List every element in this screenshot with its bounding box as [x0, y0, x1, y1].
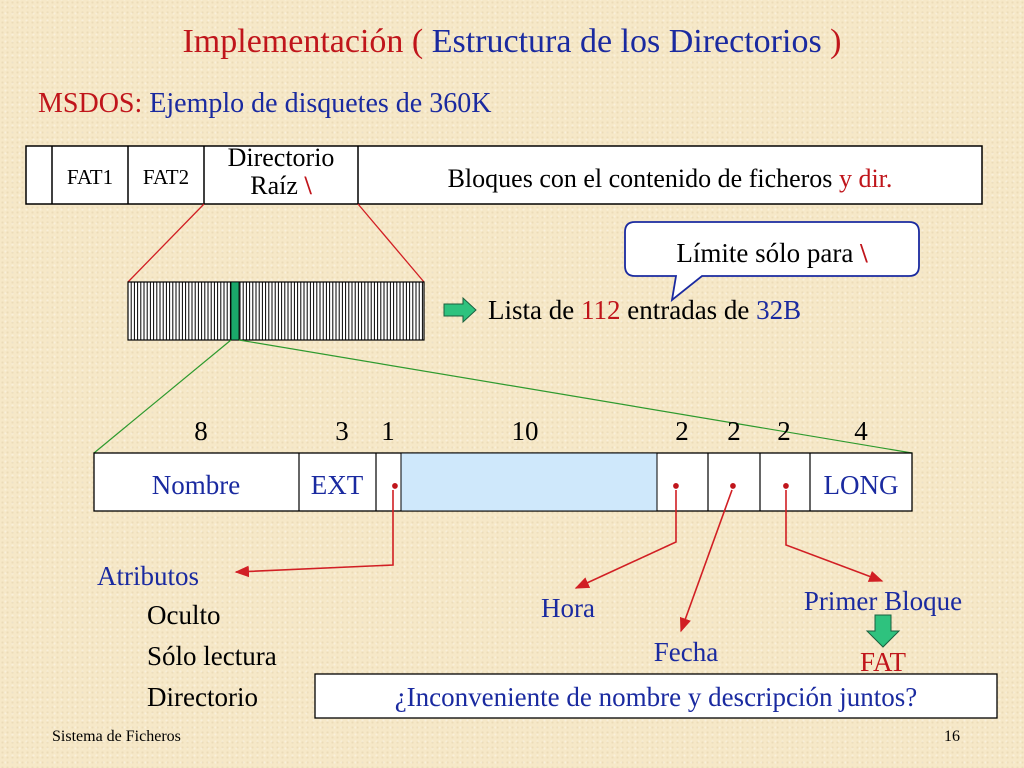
bloque-dot: •	[782, 474, 790, 500]
list-caption-prefix: Lista de	[488, 295, 581, 325]
callout-backslash: \	[859, 238, 868, 268]
question-text: ¿Inconveniente de nombre y descripción j…	[395, 682, 918, 712]
list-caption-count: 112	[581, 295, 621, 325]
field-long: LONG	[824, 470, 899, 500]
fecha-label: Fecha	[654, 637, 718, 667]
field-ext: EXT	[311, 470, 364, 500]
hora-arrow	[574, 490, 677, 589]
root-dir-label-line1: Directorio	[228, 143, 335, 172]
title-suffix: )	[822, 23, 842, 60]
root-entry-list	[127, 281, 425, 341]
attr-item-directorio: Directorio	[147, 682, 258, 712]
zoom-line-right	[357, 203, 425, 283]
reserved-field	[400, 452, 658, 512]
field-size-fecha: 2	[727, 416, 741, 446]
footer-title: Sistema de Ficheros	[52, 728, 181, 745]
hora-dot: •	[672, 474, 680, 500]
title-main: Estructura de los Directorios	[432, 23, 822, 60]
field-size-reserved: 10	[512, 416, 539, 446]
list-arrow-icon	[443, 296, 477, 324]
data-blocks-y: y	[839, 164, 852, 193]
entry-list-caption: Lista de 112 entradas de 32B	[488, 295, 801, 325]
subtitle-rest: Ejemplo de disquetes de 360K	[142, 88, 491, 119]
fat1-label: FAT1	[67, 165, 113, 189]
directory-entry-record: Nombre EXT LONG • • • •	[93, 452, 913, 512]
limit-callout: Límite sólo para \	[624, 221, 920, 303]
disk-bar-outline	[25, 145, 983, 205]
primer-bloque-arrow	[785, 490, 884, 582]
fat-down-arrow-icon	[865, 614, 901, 648]
field-size-hora: 2	[675, 416, 689, 446]
question-box	[314, 673, 998, 719]
field-size-bloque: 2	[777, 416, 791, 446]
attr-item-solo-lectura: Sólo lectura	[147, 641, 277, 671]
fat2-label: FAT2	[143, 165, 189, 189]
data-blocks-prefix: Bloques con el contenido de ficheros	[448, 164, 839, 193]
field-size-ext: 3	[335, 416, 349, 446]
list-caption-middle: entradas de	[620, 295, 756, 325]
primer-bloque-label: Primer Bloque	[804, 586, 962, 616]
zoom-line-green-right	[238, 339, 913, 454]
list-caption-size: 32B	[756, 295, 801, 325]
data-blocks-dir: dir.	[852, 164, 892, 193]
fat-label: FAT	[860, 647, 907, 677]
zoom-line-green-left	[93, 339, 232, 454]
page-number: 16	[944, 728, 960, 745]
field-nombre: Nombre	[152, 470, 240, 500]
attr-item-oculto: Oculto	[147, 600, 221, 630]
callout-bubble	[624, 221, 920, 303]
root-dir-label-line2: Raíz \	[250, 171, 312, 200]
fecha-arrow	[679, 489, 733, 633]
callout-label: Límite sólo para	[676, 238, 860, 268]
field-size-attr: 1	[381, 416, 395, 446]
subtitle: MSDOS: Ejemplo de disquetes de 360K	[38, 88, 491, 119]
disk-layout-bar: FAT1 FAT2 Directorio Raíz \ Bloques con …	[25, 143, 983, 205]
root-dir-backslash: \	[303, 171, 312, 200]
data-blocks-label: Bloques con el contenido de ficheros y d…	[448, 164, 893, 193]
zoom-line-left	[127, 203, 205, 283]
atributos-arrow	[234, 490, 394, 578]
slide-title: Implementación ( Estructura de los Direc…	[182, 23, 841, 60]
atributos-label: Atributos	[97, 561, 199, 591]
title-prefix: Implementación (	[182, 23, 431, 60]
attr-dot: •	[391, 474, 399, 500]
selected-entry-slot	[230, 281, 240, 341]
field-size-nombre: 8	[194, 416, 208, 446]
subtitle-prefix: MSDOS:	[38, 88, 142, 119]
field-size-long: 4	[854, 416, 868, 446]
field-size-row: 8 3 1 10 2 2 2 4	[194, 416, 868, 446]
callout-text: Límite sólo para \	[676, 238, 868, 268]
root-dir-raiz: Raíz	[250, 171, 304, 200]
fecha-dot: •	[729, 474, 737, 500]
hora-label: Hora	[541, 593, 595, 623]
